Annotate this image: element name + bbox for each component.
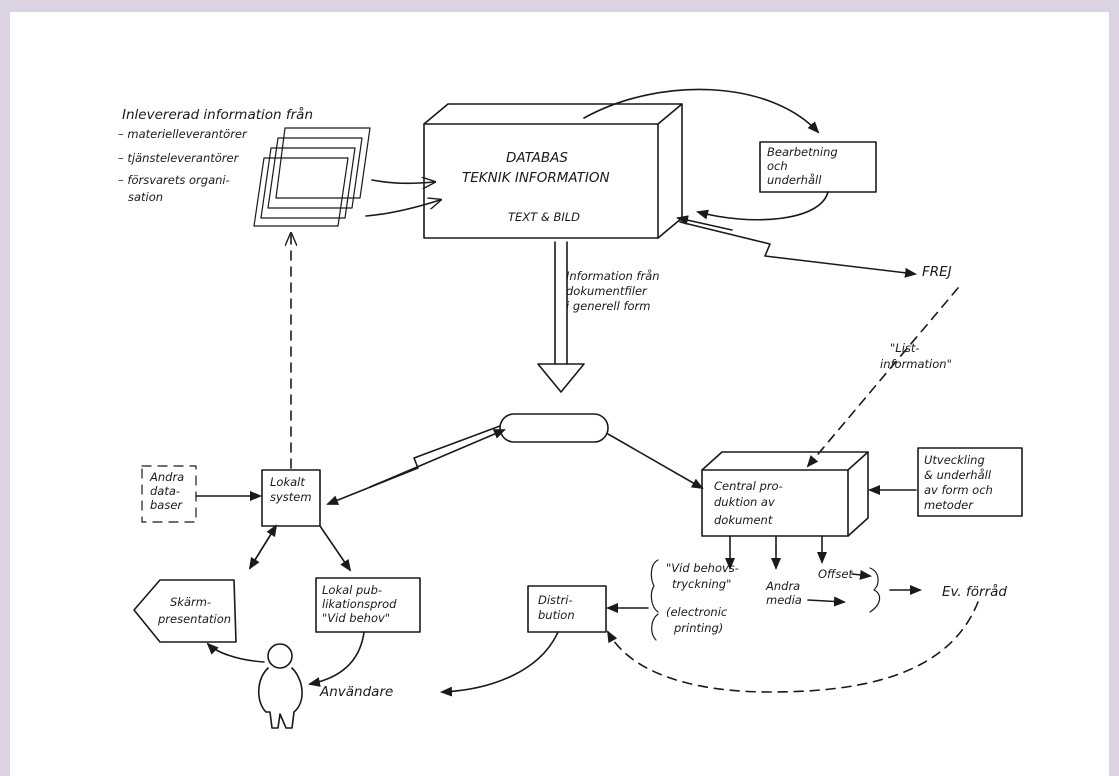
local-pub-1: Lokal pub- bbox=[322, 583, 382, 597]
development-1: Utveckling bbox=[924, 453, 985, 467]
arrow-frej-to-db bbox=[676, 215, 733, 231]
on-demand-brace bbox=[650, 559, 659, 641]
database-line2: TEKNIK INFORMATION bbox=[462, 170, 610, 186]
source-item-3: – försvarets organi- bbox=[118, 173, 230, 187]
arrow-local-system-to-network bbox=[369, 429, 506, 488]
source-item-1: – materielleverantörer bbox=[118, 127, 248, 141]
arrow-db-to-processing bbox=[583, 88, 820, 134]
local-system-2: system bbox=[270, 490, 312, 504]
on-demand-1: "Vid behovs- bbox=[666, 561, 739, 575]
other-media-2: media bbox=[766, 593, 802, 607]
on-demand-3: (electronic bbox=[666, 605, 728, 619]
processing-line2: och bbox=[767, 159, 788, 173]
local-pub-2: likationsprod bbox=[322, 597, 397, 611]
sources-title: Inlevererad information från bbox=[122, 106, 313, 123]
local-publication-box bbox=[315, 577, 421, 633]
drawing-area bbox=[96, 72, 1040, 722]
screen-presentation-shape bbox=[133, 579, 237, 643]
offset-label: Offset bbox=[818, 567, 853, 581]
database-line3: TEXT & BILD bbox=[508, 210, 580, 224]
source-documents-stack bbox=[253, 127, 371, 227]
production-2: duktion av bbox=[714, 495, 775, 509]
database-line1: DATABAS bbox=[506, 150, 568, 166]
distribution-2: bution bbox=[538, 608, 575, 622]
arrow-network-to-production bbox=[607, 433, 704, 489]
development-2: & underhåll bbox=[924, 468, 992, 482]
processing-box bbox=[759, 141, 877, 193]
processing-line1: Bearbetning bbox=[767, 145, 838, 159]
source-item-4: sation bbox=[128, 190, 163, 204]
development-box bbox=[917, 447, 1023, 517]
transfer-label-3: i generell form bbox=[566, 299, 650, 313]
frej-label: FREJ bbox=[922, 264, 952, 280]
arrow-user-to-screen bbox=[206, 642, 265, 663]
on-demand-4: printing) bbox=[673, 621, 723, 635]
other-db-3: baser bbox=[150, 498, 183, 512]
list-info-1: "List- bbox=[890, 341, 920, 355]
distribution-1: Distri- bbox=[538, 593, 573, 607]
arrow-db-to-frej bbox=[679, 221, 917, 278]
network-node bbox=[499, 413, 609, 443]
on-demand-2: tryckning" bbox=[672, 577, 731, 591]
users-label: Användare bbox=[319, 684, 393, 700]
user-figure-icon bbox=[257, 643, 303, 729]
arrow-other-media bbox=[807, 596, 846, 607]
other-media-1: Andra bbox=[765, 579, 800, 593]
local-pub-3: "Vid behov" bbox=[322, 611, 390, 625]
development-4: metoder bbox=[924, 498, 974, 512]
transfer-label-1: Information från bbox=[566, 269, 660, 283]
diagram-frame: Inlevererad information från – materiell… bbox=[10, 12, 1109, 776]
transfer-label-2: dokumentfiler bbox=[566, 284, 648, 298]
processing-line3: underhåll bbox=[767, 173, 822, 187]
transfer-arrow bbox=[537, 241, 585, 393]
other-db-2: data- bbox=[150, 484, 180, 498]
source-item-2: – tjänsteleverantörer bbox=[118, 151, 240, 165]
arrow-storage-to-distribution bbox=[607, 601, 979, 693]
arrow-distribution-to-users bbox=[440, 631, 559, 697]
production-1: Central pro- bbox=[714, 479, 783, 493]
central-production-box bbox=[701, 451, 869, 537]
screen-2: presentation bbox=[157, 612, 231, 626]
arrow-processing-to-db bbox=[696, 191, 829, 221]
arrow-offset bbox=[851, 569, 872, 580]
storage-label: Ev. förråd bbox=[942, 583, 1007, 600]
local-system-1: Lokalt bbox=[270, 475, 305, 489]
arrow-publication-to-user bbox=[308, 631, 365, 687]
arrow-screen-to-local bbox=[249, 524, 278, 569]
arrow-local-to-publication bbox=[319, 525, 352, 572]
development-3: av form och bbox=[924, 483, 993, 497]
flow-diagram: Inlevererad information från – materiell… bbox=[96, 72, 1040, 729]
other-db-1: Andra bbox=[149, 470, 184, 484]
production-3: dokument bbox=[714, 513, 773, 527]
list-info-2: information" bbox=[880, 357, 952, 371]
outputs-brace bbox=[869, 567, 881, 613]
arrow-sources-to-db-2 bbox=[365, 200, 440, 217]
screen-1: Skärm- bbox=[170, 595, 211, 609]
other-databases-box bbox=[141, 465, 197, 523]
arrow-list-information bbox=[806, 287, 959, 468]
arrow-sources-to-db-1 bbox=[371, 180, 434, 183]
local-system-box bbox=[261, 469, 321, 527]
